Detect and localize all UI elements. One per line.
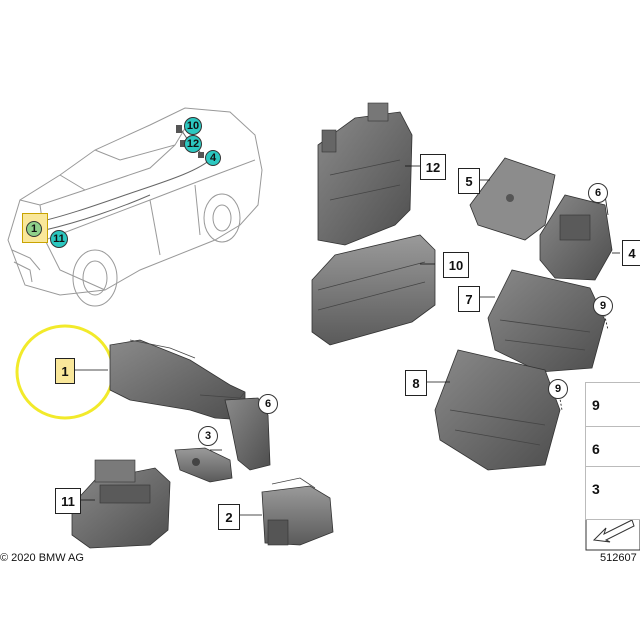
part-10-control-module [311,234,436,346]
part-8-fuse-box [434,349,561,471]
part-5-cover [469,157,556,241]
callout-6-lower[interactable]: 6 [258,394,278,414]
copyright-text: © 2020 BMW AG [0,552,84,564]
vehicle-part-markers [40,125,204,222]
car-marker-12[interactable]: 12 [184,135,202,153]
part-bracket-lower [174,397,271,483]
callout-10[interactable]: 10 [443,252,469,278]
part-12-fuse-carrier [317,102,413,246]
part-11-module [71,459,171,549]
callout-8[interactable]: 8 [405,370,427,396]
callout-2[interactable]: 2 [218,504,240,530]
callout-1[interactable]: 1 [55,358,75,384]
part-1-bracket [109,339,246,421]
part-7-fuse-box [487,269,606,373]
callout-9-lower[interactable]: 9 [548,379,568,399]
part-4-distributor [539,194,613,281]
legend-label-9: 9 [592,397,600,413]
vehicle-outline [7,107,263,307]
callout-6-upper[interactable]: 6 [588,183,608,203]
legend-label-3: 3 [592,481,600,497]
car-marker-1[interactable]: 1 [26,221,42,237]
car-marker-4[interactable]: 4 [205,150,221,166]
diagram-number: 512607 [600,552,637,564]
callout-12[interactable]: 12 [420,154,446,180]
legend-item-3: 3 [585,466,640,520]
callout-5[interactable]: 5 [458,168,480,194]
callout-3[interactable]: 3 [198,426,218,446]
callout-4[interactable]: 4 [622,240,640,266]
callout-9-upper[interactable]: 9 [593,296,613,316]
legend-label-6: 6 [592,441,600,457]
part-2-relay [261,477,334,546]
car-marker-10[interactable]: 10 [184,117,202,135]
callout-11[interactable]: 11 [55,488,81,514]
callout-7[interactable]: 7 [458,286,480,312]
car-marker-11[interactable]: 11 [50,230,68,248]
